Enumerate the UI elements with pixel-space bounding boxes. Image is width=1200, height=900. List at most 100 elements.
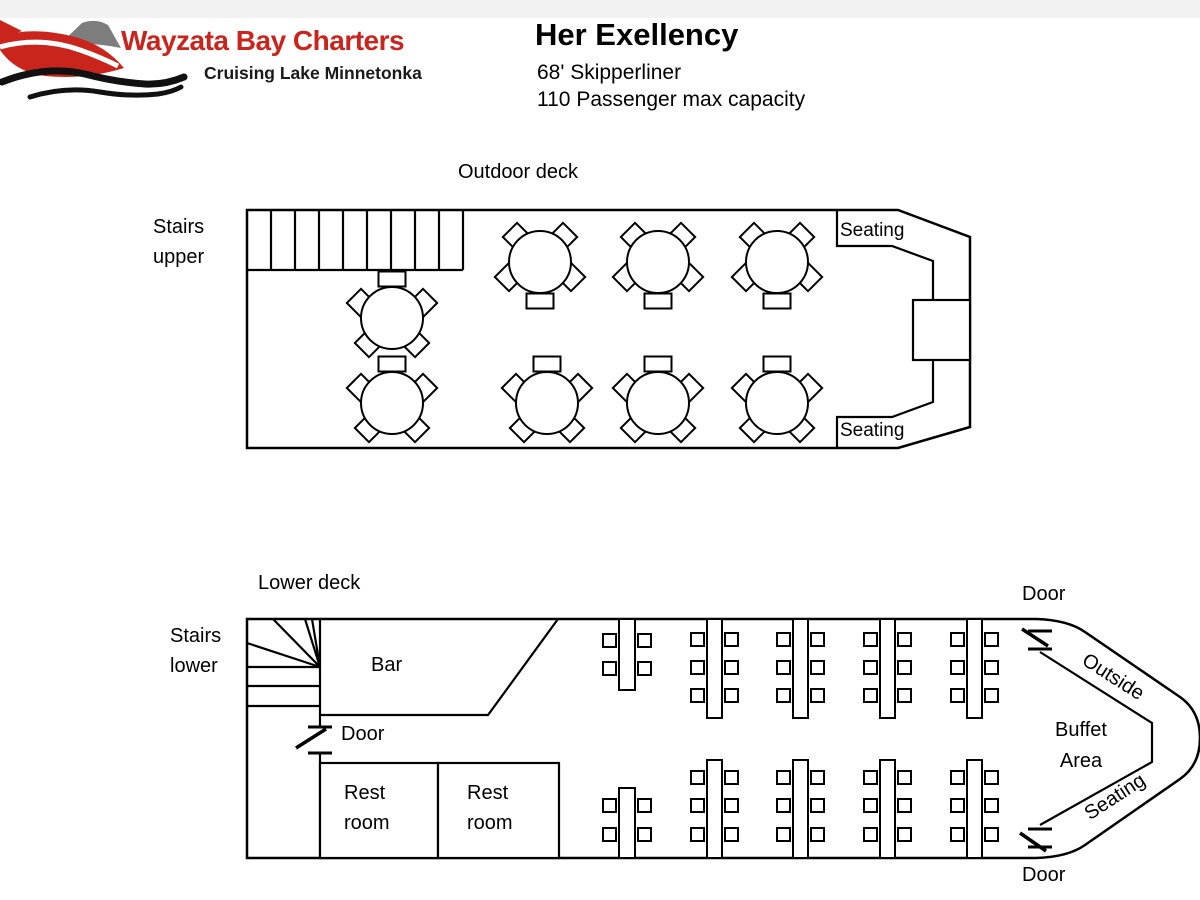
logo-red-wedge [0,20,22,39]
upper-seating-top-label: Seating [840,220,905,241]
rect-table [690,759,739,859]
table-top [792,759,809,859]
round-table [611,221,705,310]
bar-label: Bar [371,654,403,676]
chair [602,798,617,813]
chair [897,688,912,703]
bow-bench-band [1039,651,1154,826]
buffet-line1: Buffet [1055,719,1107,741]
chair [810,688,825,703]
table-top [515,371,579,435]
chair [776,660,791,675]
chair [643,355,673,373]
chair [377,270,407,288]
chair [776,770,791,785]
restroom1-line2: room [344,812,390,834]
chair [984,632,999,647]
table-top [745,371,809,435]
table-top [508,230,572,294]
rect-table [863,759,912,859]
round-table [493,221,587,310]
chair [602,633,617,648]
chair [863,632,878,647]
stern-bench-top [835,210,935,300]
mid-door-label: Door [341,723,385,745]
logo-wave-1 [0,67,188,88]
mid-door-symbol [295,725,332,755]
chair [637,827,652,842]
restroom-2-box [436,761,561,860]
chair [810,632,825,647]
table-top [618,618,636,691]
rect-table [950,759,999,859]
bar-counter [320,618,559,717]
chair [602,661,617,676]
chair [863,827,878,842]
chair [950,798,965,813]
chair [863,798,878,813]
chair [897,660,912,675]
boat-length: 68' Skipperliner [537,61,682,84]
chair [776,632,791,647]
table-top [626,371,690,435]
boat-capacity: 110 Passenger max capacity [537,88,806,111]
table-top [745,230,809,294]
table-top [879,618,896,719]
chair [690,798,705,813]
round-table [345,270,439,359]
chair [643,292,673,310]
chair [897,770,912,785]
chair [690,827,705,842]
chair [950,827,965,842]
logo-hull-stripe [0,39,120,69]
lower-stairs-line2: lower [170,655,218,677]
bow-door-top-label: Door [1022,583,1066,605]
chair [984,688,999,703]
chair [724,827,739,842]
lower-deck-furniture [602,618,999,859]
lower-stairs-line1: Stairs [170,625,222,647]
chair [637,633,652,648]
chair [950,660,965,675]
chair [950,632,965,647]
chair [724,688,739,703]
chair [863,660,878,675]
round-table [730,355,824,444]
round-table [730,221,824,310]
chair [810,770,825,785]
stern-bench-bottom [835,360,935,448]
chair [525,292,555,310]
brand-tagline: Cruising Lake Minnetonka [204,63,422,83]
chair [863,688,878,703]
chair [984,770,999,785]
upper-stairs-line1: Stairs [153,216,205,238]
rect-table [950,618,999,719]
lower-stairs-label: Stairs lower [170,621,221,681]
chair [776,798,791,813]
chair [690,688,705,703]
rect-table [776,618,825,719]
table-top [706,618,723,719]
bow-door-bottom-label: Door [1022,864,1066,886]
bow-door-bottom-symbol [1019,827,1052,853]
chair [984,827,999,842]
rect-table [602,618,652,691]
chair [776,827,791,842]
logo-wave-2 [27,84,184,100]
chair [897,827,912,842]
upper-deck-furniture [345,221,824,444]
rect-table [863,618,912,719]
chair [724,770,739,785]
chair [776,688,791,703]
chair [690,770,705,785]
chair [863,770,878,785]
top-strip [0,0,1200,18]
chair [984,798,999,813]
upper-stairs [247,210,465,272]
upper-deck-outline [245,208,972,450]
round-table [345,355,439,444]
chair [532,355,562,373]
